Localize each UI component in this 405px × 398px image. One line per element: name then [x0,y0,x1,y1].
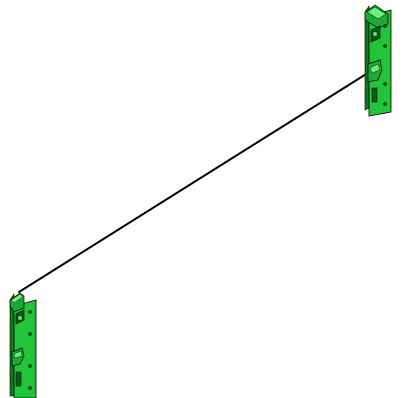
left-bracket-lower-clip-highlight [13,350,23,359]
left-bracket-upper-clip-detail [17,315,23,321]
left-bracket-hole [28,310,32,314]
right-bracket-upper-clip-detail [372,31,378,37]
left-bracket-slot [15,371,22,387]
right-bracket-hole [383,44,387,48]
right-bracket-hole [383,82,387,86]
left-bracket [9,292,37,398]
left-bracket-hole [28,386,32,390]
connecting-wire [18,65,380,293]
right-bracket-hole [383,102,387,106]
left-bracket-hole [28,332,32,336]
right-bracket [364,4,392,117]
left-bracket-top-tab-highlight [10,293,24,304]
right-bracket-lower-clip-highlight [369,63,381,74]
right-bracket-slot [371,87,378,103]
right-bracket-hole [383,24,387,28]
right-bracket-top-tab-highlight [366,6,387,20]
left-bracket-hole [28,364,32,368]
